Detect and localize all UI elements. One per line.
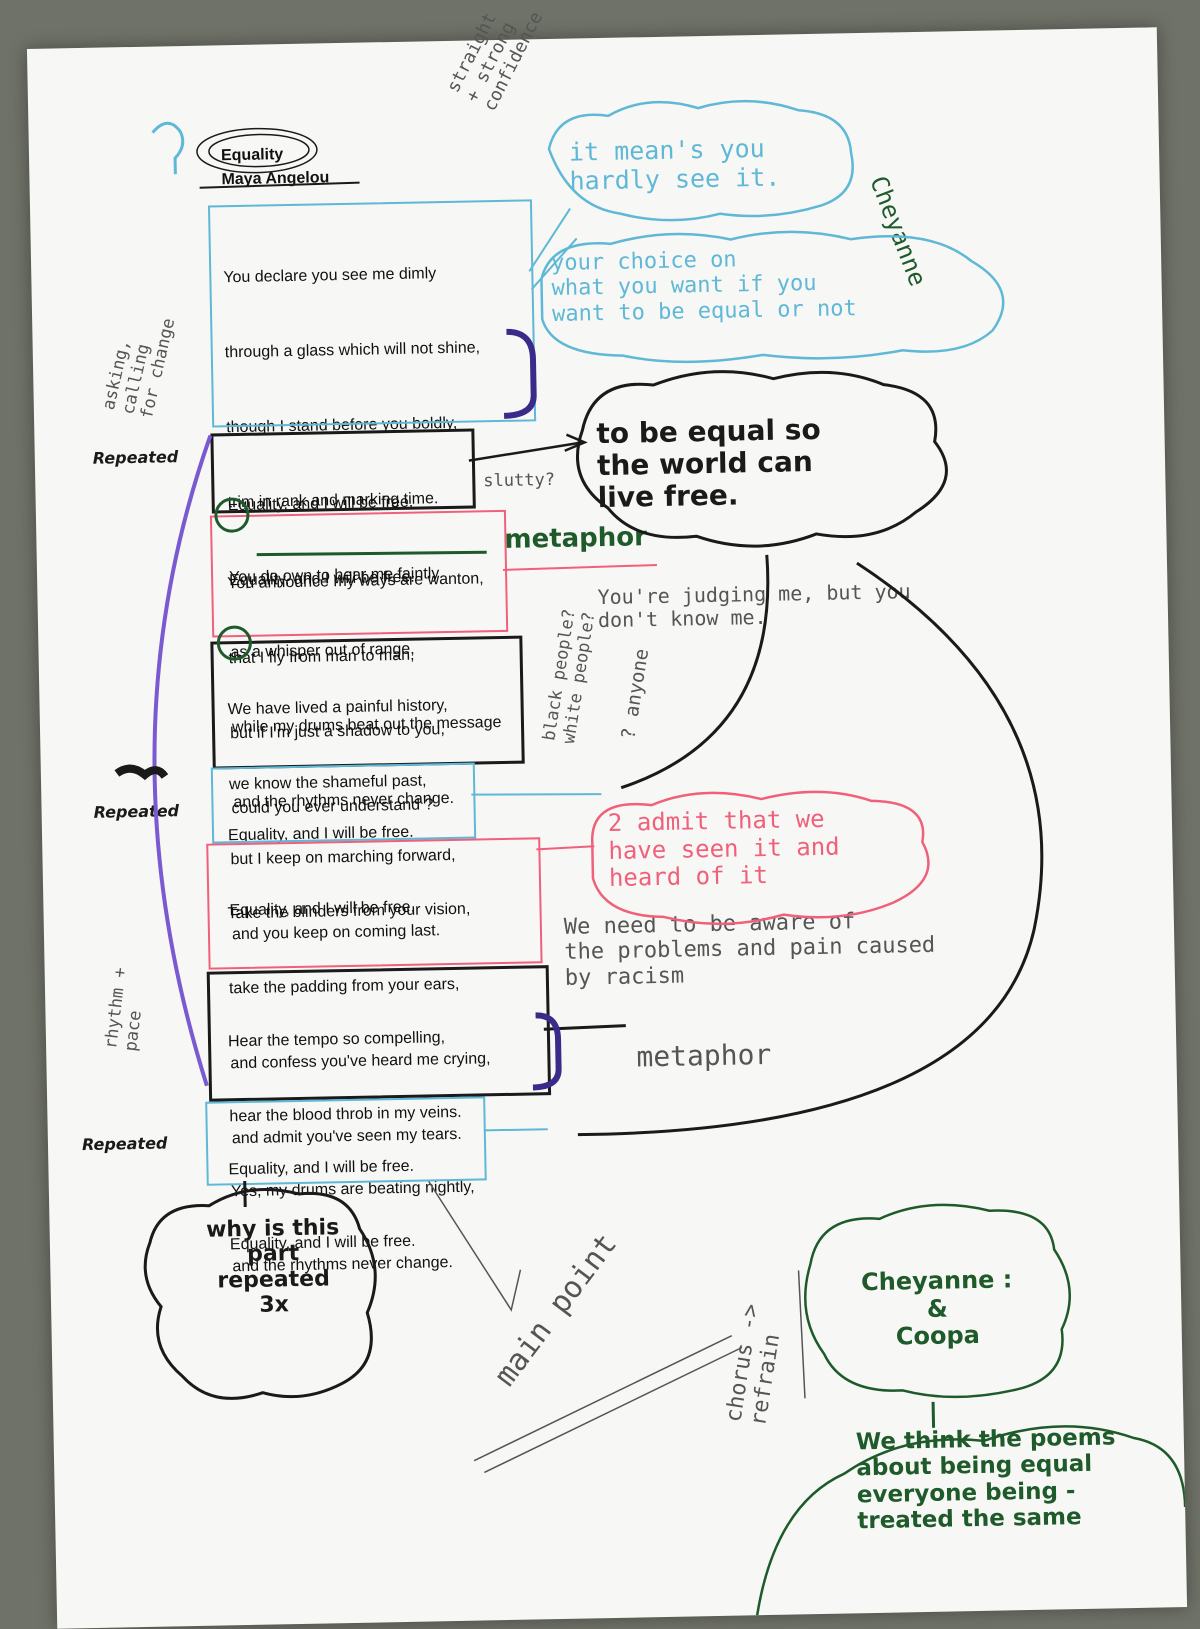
blue-question-mark <box>152 123 183 175</box>
refrain-strike <box>799 1270 805 1398</box>
arrow-blue-refrain-3 <box>484 1129 548 1130</box>
cloud-names <box>804 1202 1072 1399</box>
curve-equal-to-refrain-2 <box>617 555 772 788</box>
arrow-to-admit <box>536 846 594 849</box>
drawing-layer <box>27 27 1187 1628</box>
green-circle-you <box>216 499 249 532</box>
cloud-your-choice <box>541 228 1005 365</box>
title-circle-inner <box>209 134 310 168</box>
purple-bracket-2 <box>532 1015 559 1087</box>
black-scribble <box>117 768 165 777</box>
arrow-blue-refrain-2 <box>471 792 601 796</box>
curve-equal-to-refrain-3 <box>567 560 1047 1135</box>
cloud-admit <box>591 789 929 927</box>
cloud-equal-world <box>576 367 948 549</box>
arrow-to-choice <box>531 238 578 289</box>
arrow-pink-1 <box>503 565 657 570</box>
main-point-arrow <box>429 1180 521 1312</box>
green-circle-we <box>218 627 251 660</box>
main-point-lines <box>472 1336 744 1473</box>
cloud-why-repeated <box>144 1187 378 1400</box>
purple-bracket-1 <box>502 331 534 416</box>
cloud-conclusion <box>754 1424 1187 1615</box>
cloud-hardly-see <box>548 98 854 222</box>
author-underline <box>200 183 360 188</box>
purple-curve-refrains <box>148 436 223 1087</box>
green-underline <box>257 550 487 556</box>
worksheet-paper: Equality Maya Angelou You declare you se… <box>27 27 1187 1628</box>
